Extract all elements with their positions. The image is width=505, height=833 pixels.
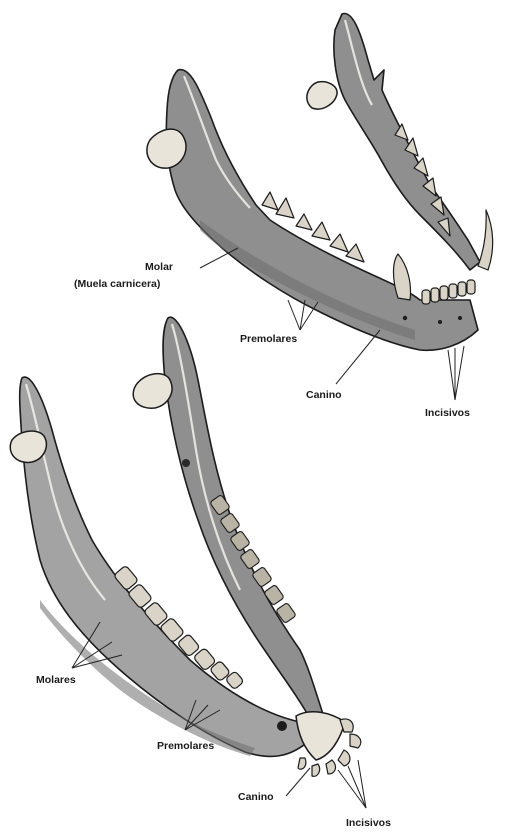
label-top-incisors: Incisivos	[425, 407, 470, 419]
label-bottom-molars: Molares	[36, 674, 76, 686]
label-bottom-canine: Canino	[238, 791, 274, 803]
top-right-canine	[478, 210, 493, 270]
label-molar: Molar	[145, 261, 173, 273]
label-bottom-incisors: Incisivos	[346, 817, 391, 829]
label-molar-note: (Muela carnicera)	[74, 278, 160, 290]
label-bottom-premolars: Premolares	[157, 740, 214, 752]
herbivore-mandible-illustration	[10, 317, 361, 776]
top-left-canine	[394, 254, 411, 300]
label-top-canine: Canino	[306, 389, 342, 401]
label-top-premolars: Premolares	[240, 333, 297, 345]
carnivore-mandible-illustration	[147, 13, 493, 350]
